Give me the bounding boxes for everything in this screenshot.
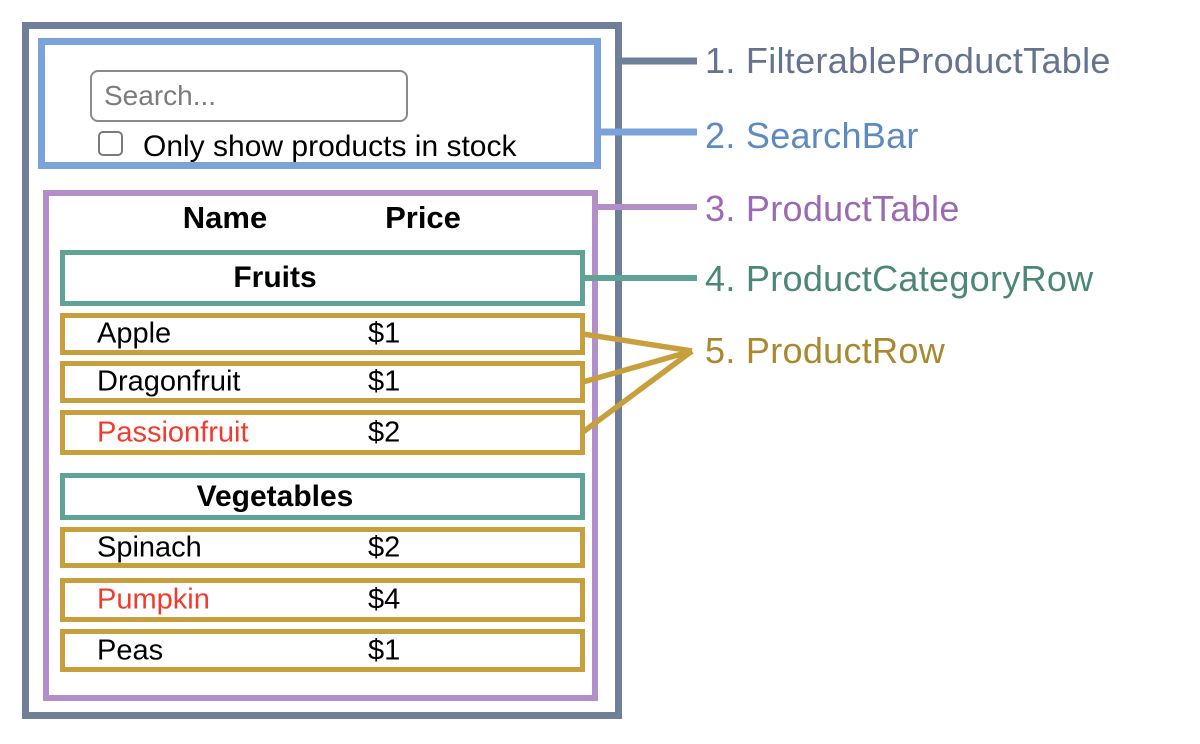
product-row-passionfruit: Passionfruit $2 xyxy=(60,410,585,455)
product-row-spinach: Spinach $2 xyxy=(60,527,585,568)
category-label: Fruits xyxy=(233,261,317,294)
annotation-search-bar: 2. SearchBar xyxy=(705,115,919,156)
in-stock-checkbox-label: Only show products in stock xyxy=(143,130,517,163)
product-row-apple: Apple $1 xyxy=(60,313,585,355)
column-header-name: Name xyxy=(182,200,268,235)
product-row-pumpkin: Pumpkin $4 xyxy=(60,578,585,622)
category-row-vegetables: Vegetables xyxy=(60,473,585,520)
product-name-out-of-stock: Pumpkin xyxy=(97,583,210,616)
product-row-peas: Peas $1 xyxy=(60,629,585,672)
product-name: Apple xyxy=(97,317,172,350)
category-label: Vegetables xyxy=(196,479,354,513)
annotation-product-row: 5. ProductRow xyxy=(705,330,946,371)
search-bar-box xyxy=(38,38,601,169)
product-price: $4 xyxy=(368,583,401,616)
product-price: $1 xyxy=(368,317,401,350)
search-input[interactable] xyxy=(90,70,408,122)
product-price: $2 xyxy=(368,416,401,448)
product-table-box xyxy=(43,190,598,701)
annotation-filterable-product-table: 1. FilterableProductTable xyxy=(705,40,1111,81)
column-header-price: Price xyxy=(385,200,461,235)
product-price: $1 xyxy=(368,634,401,666)
product-price: $2 xyxy=(368,531,401,563)
product-name: Peas xyxy=(97,634,164,666)
product-name: Dragonfruit xyxy=(97,365,241,398)
in-stock-checkbox[interactable] xyxy=(98,131,123,156)
product-row-dragonfruit: Dragonfruit $1 xyxy=(60,361,585,403)
product-price: $1 xyxy=(368,365,401,398)
product-name: Spinach xyxy=(97,531,202,563)
category-row-fruits: Fruits xyxy=(60,250,585,306)
annotation-product-table: 3. ProductTable xyxy=(705,188,960,229)
annotation-product-category-row: 4. ProductCategoryRow xyxy=(705,258,1094,299)
product-name-out-of-stock: Passionfruit xyxy=(97,416,249,448)
